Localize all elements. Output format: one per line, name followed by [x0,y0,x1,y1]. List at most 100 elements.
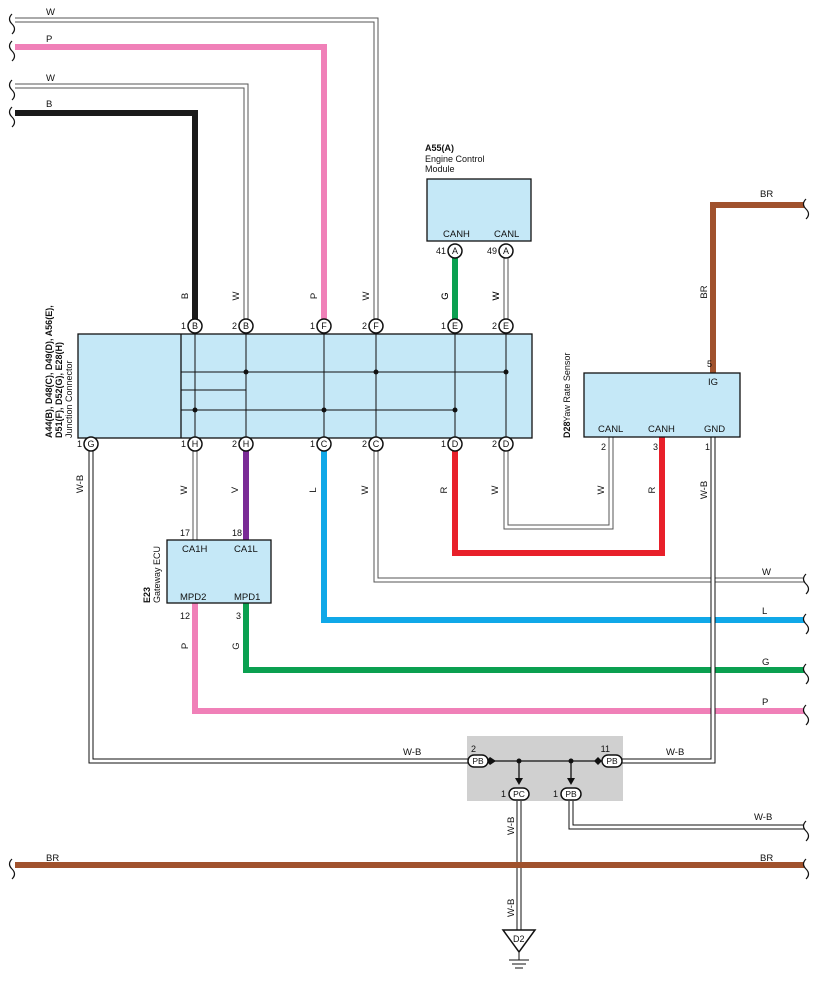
wire-g [243,603,804,673]
wire-label-top-b: B [46,99,52,110]
junction-connector-label: A44(B), D48(C), D49(D), A56(E), D51(F), … [44,305,74,438]
break-br-top-icon [802,198,810,220]
ecm-pin-canh-icon [447,243,463,259]
jc-bottom-pin-5-num: 1 [441,439,446,449]
wire-label-splice-left: W-B [403,747,421,758]
jc-bottom-pin-5-icon [447,436,463,452]
jc-top-pin-3-icon [368,318,384,334]
yaw-ig-pin: 5 [707,359,712,369]
wire-code-top-1-text: W [231,291,242,300]
wire-labels: W P W B BR W L G P W-B W-B W-B BR BR W-B… [46,7,773,917]
wire-code-gw-mpd2: P [180,643,191,649]
jc-bottom-pin-1-letter: H [192,439,199,449]
gw-pin-num-12: 12 [180,611,190,621]
gw-pin-num-17: 17 [180,528,190,538]
break-wb-right-icon [802,820,810,842]
break-top-b-icon [8,106,16,128]
jc-bottom-pin-2-num: 2 [232,439,237,449]
wire-yaw-ig [710,202,804,373]
jc-top-pin-0-letter: B [192,321,198,331]
ecm-box [426,178,532,242]
wire-code-yaw-canh: R [647,486,658,493]
break-w-right-icon [802,573,810,595]
splice-right-num: 11 [601,744,610,754]
splice-arrow-right-icon [594,757,602,765]
jc-bottom-pin-3-num: 1 [310,439,315,449]
wire-label-ground-wb2: W-B [506,899,517,917]
jc-name: Junction Connector [64,360,74,438]
wire-label-right-l: L [762,606,767,617]
splice-left-num: 2 [471,744,476,754]
wire-code-top-5-text: W [491,291,502,300]
wire-code-top-3-text: W [361,291,372,300]
jc-top-pin-1-letter: B [243,321,249,331]
wire-label-top-p: P [46,34,52,45]
wire-label-top-w1: W [46,7,55,18]
wire-code-yaw-gnd-text: W-B [699,481,710,499]
jc-bottom-pin-4-num: 2 [362,439,367,449]
wire-label-top-w2: W [46,73,55,84]
jc-bottom-pin-2-letter: H [243,439,250,449]
jc-bottom-pin-4-letter: C [373,439,380,449]
yaw-pin-label-canh: CANH [648,424,675,435]
splice-down-pc-num: 1 [501,789,506,799]
splice-arrow-down-pb-icon [567,778,575,785]
jc-ref-line1: A44(B), D48(C), D49(D), A56(E), [44,305,54,438]
ground-label: D2 [513,934,525,944]
wire-wb-yaw-core [614,437,715,763]
wire-r [452,437,665,556]
wire-label-right-g: G [762,657,769,668]
splice-arrow-down-pc-icon [515,778,523,785]
splice-left-label: PB [472,756,484,766]
yaw-pin-num-canl: 2 [601,442,606,452]
break-top-p-icon [8,40,16,62]
wire-code-bottom-6: W [490,485,501,494]
yaw-ig-label: IG [708,377,718,388]
ecm-name-line2: Module [425,164,455,174]
wire-code-bottom-3: L [308,487,319,492]
jc-top-pin-5-icon [498,318,514,334]
gw-pin-label-mpd2: MPD2 [180,592,206,603]
jc-bottom-pin-0-icon [83,436,99,452]
junction-connector-box [77,333,533,439]
splice-down-pc-icon [508,787,530,801]
wire-code-gw-mpd1: G [231,642,242,649]
splice-right-label: PB [606,756,618,766]
splice-dot [568,758,574,764]
wire-code-bottom-0-text: W-B [75,475,86,493]
wire-code-top-3: W [361,291,372,300]
wire-code-bottom-2-text: V [230,486,241,493]
wire-code-top-1: W [231,291,242,300]
ecm-pin-label-canl: CANL [494,229,519,240]
wire-code-bottom-4-text: W [360,485,371,494]
yaw-rate-sensor-box [583,372,741,438]
wire-code-top-0: B [180,293,191,299]
jc-top-pin-0-num: 1 [181,321,186,331]
break-p-icon [802,704,810,726]
jc-top-pin-2-letter: F [321,321,327,331]
splice-left-icon [467,754,489,768]
ecm-pin-canl-num: 49 [487,246,497,256]
wires-layer [8,13,810,930]
ecm-pin-label-canh: CANH [443,229,470,240]
jc-top-pin-5-num: 2 [492,321,497,331]
wire-code-top-5: W [491,291,502,300]
jc-top-pin-4-icon [447,318,463,334]
wire-top-b [15,110,198,326]
jc-bottom-pin-1-icon [187,436,203,452]
gateway-name: Gateway ECU [152,546,162,603]
jc-top-pin-0-icon [187,318,203,334]
wire-label-bottom-br-left: BR [46,853,59,864]
jc-bottom-pin-6-num: 2 [492,439,497,449]
wire-code-bottom-1: W [179,485,190,494]
wire-label-right-p: P [762,697,768,708]
wire-d2-w-core [504,437,613,529]
splice-dot [516,758,522,764]
wire-code-bottom-4: W [360,485,371,494]
wire-l [321,448,804,623]
break-top-w1-icon [8,13,16,35]
yaw-pin-label-canl: CANL [598,424,623,435]
